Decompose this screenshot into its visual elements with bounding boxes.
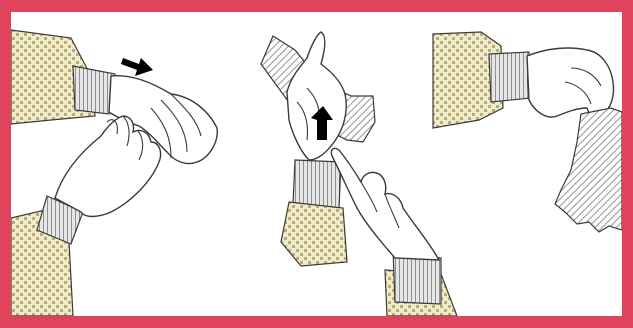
- cuff-middle: [293, 160, 341, 208]
- sleeve-middle: [281, 202, 347, 266]
- arrow-right-icon: [121, 58, 153, 76]
- panel-3: [433, 32, 622, 232]
- illustration-canvas: [11, 12, 622, 316]
- removed-glove: [555, 108, 622, 232]
- cuff-right: [489, 52, 531, 102]
- panel-2: [261, 32, 457, 316]
- panel-1: [11, 30, 217, 316]
- gloved-hand-reaching: [331, 148, 439, 260]
- gloved-hand-lower: [55, 116, 161, 217]
- bare-hand-right: [527, 48, 614, 117]
- glove-removal-illustration: [11, 12, 622, 316]
